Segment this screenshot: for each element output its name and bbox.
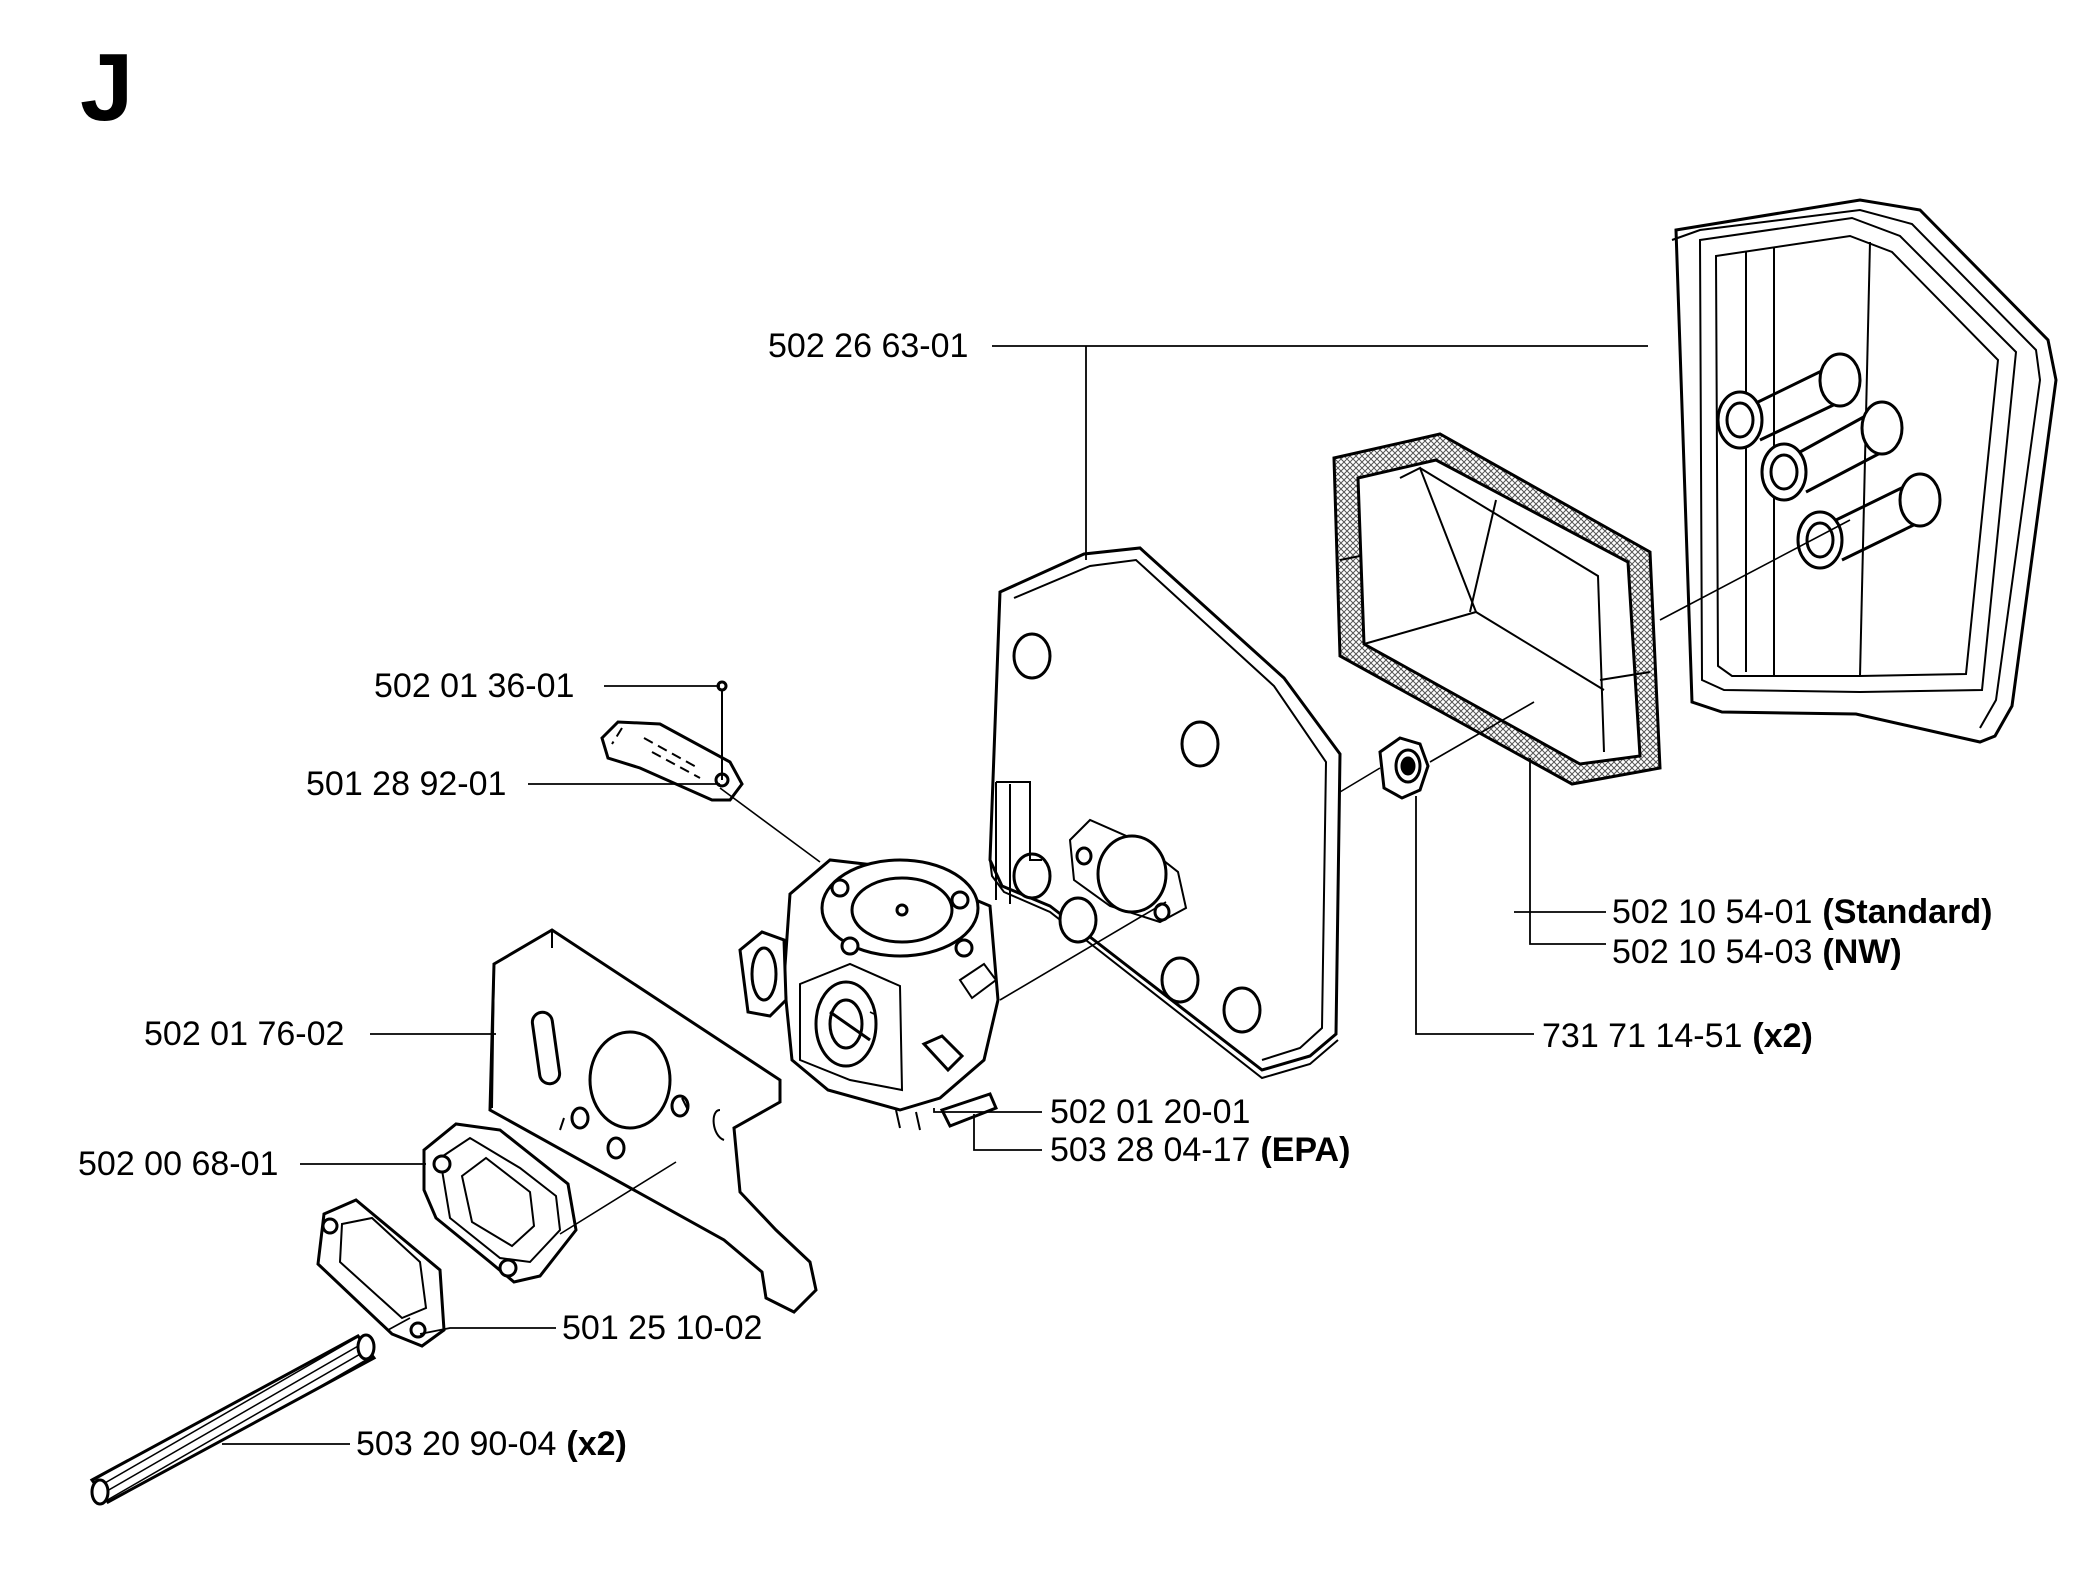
part-number: 502 01 20-01	[1050, 1093, 1251, 1131]
intake-spacer-drawing	[422, 1122, 578, 1284]
callout-intake-spacer: 502 00 68-01	[78, 1144, 278, 1184]
nut-drawing	[1378, 736, 1430, 800]
filter-base-plate-drawing	[988, 546, 1342, 1080]
air-filter-drawing	[1332, 432, 1662, 786]
part-number: 501 28 92-01	[306, 765, 507, 803]
part-note: (EPA)	[1260, 1131, 1351, 1169]
part-number: 503 28 04-17	[1050, 1131, 1251, 1169]
callout-gasket: 501 25 10-02	[562, 1308, 762, 1348]
callout-air-filter-cover: 502 26 63-01	[768, 326, 968, 366]
callout-heat-shield: 502 01 76-02	[144, 1014, 344, 1054]
callout-air-filter-standard: 502 10 54-01(Standard)	[1612, 892, 1992, 932]
part-number: 502 01 76-02	[144, 1015, 345, 1053]
air-filter-cover-drawing	[1671, 198, 2058, 744]
part-number: 502 26 63-01	[768, 327, 969, 365]
gasket-drawing	[316, 1198, 446, 1348]
callout-choke-lever: 501 28 92-01	[306, 764, 506, 804]
part-note: (x2)	[1752, 1017, 1813, 1055]
callout-nut: 731 71 14-51(x2)	[1542, 1016, 1813, 1056]
callout-carburetor-epa: 503 28 04-17(EPA)	[1050, 1130, 1350, 1170]
part-number: 502 10 54-01	[1612, 893, 1813, 931]
heat-shield-drawing	[488, 928, 818, 1314]
callout-choke-pin: 502 01 36-01	[374, 666, 574, 706]
callout-carburetor: 502 01 20-01	[1050, 1092, 1250, 1132]
part-number: 502 01 36-01	[374, 667, 575, 705]
part-note: (Standard)	[1822, 893, 1993, 931]
callout-air-filter-nw: 502 10 54-03(NW)	[1612, 932, 1902, 972]
part-number: 503 20 90-04	[356, 1425, 557, 1463]
callout-leader-lines	[222, 345, 1648, 1445]
callout-stud-bolt: 503 20 90-04(x2)	[356, 1424, 627, 1464]
part-note: (x2)	[566, 1425, 627, 1463]
section-letter: J	[80, 34, 134, 141]
part-number: 501 25 10-02	[562, 1309, 763, 1347]
part-number: 502 00 68-01	[78, 1145, 279, 1183]
part-number: 502 10 54-03	[1612, 933, 1813, 971]
assembly-alignment-lines	[387, 519, 1851, 1331]
carburetor-drawing	[738, 858, 1000, 1131]
stud-bolt-drawing	[89, 1333, 377, 1506]
part-note: (NW)	[1822, 933, 1902, 971]
choke-lever-drawing	[600, 680, 744, 802]
part-number: 731 71 14-51	[1542, 1017, 1743, 1055]
